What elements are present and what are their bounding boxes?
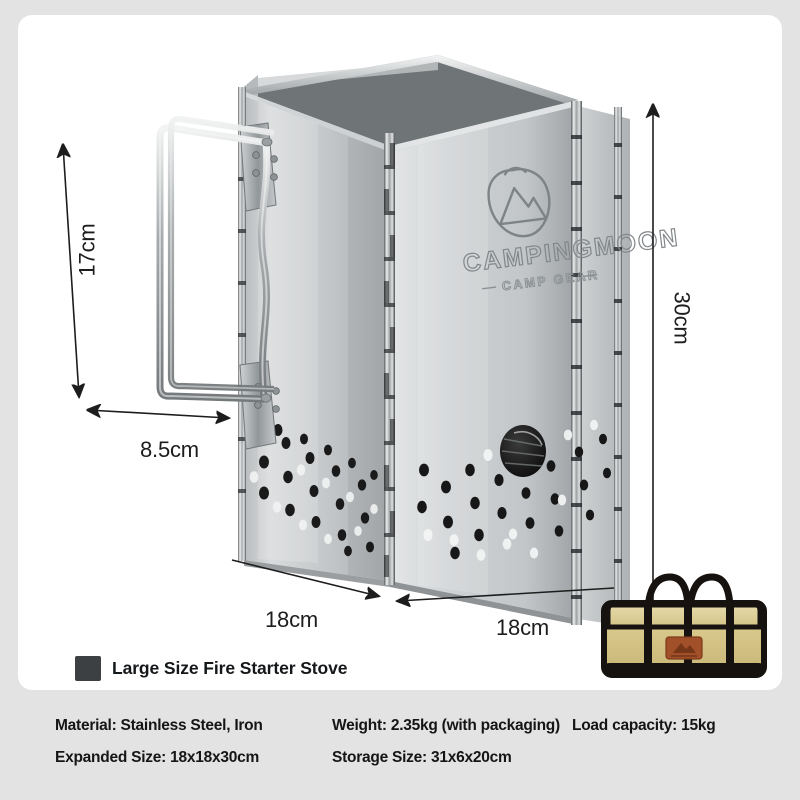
product-caption: Large Size Fire Starter Stove: [75, 656, 347, 681]
dimension-label-handle-height: 17cm: [74, 223, 100, 277]
spec-material: Material: Stainless Steel, Iron: [55, 717, 263, 734]
dimension-line-18cm-right: [398, 587, 615, 601]
wire-handle: [156, 115, 280, 450]
damper-vent: [500, 425, 546, 477]
product-card: CAMPINGMOON CAMP GEAR: [18, 15, 782, 690]
dimension-line-17cm: [63, 145, 79, 396]
specification-block: Material: Stainless Steel, Iron Expanded…: [0, 690, 800, 800]
product-caption-label: Large Size Fire Starter Stove: [112, 658, 348, 678]
dimension-line-8-5cm: [88, 410, 228, 418]
spec-load-capacity: Load capacity: 15kg: [572, 717, 716, 734]
dimension-arrows: [63, 105, 653, 615]
product-illustration: CAMPINGMOON CAMP GEAR: [18, 15, 782, 690]
dimension-label-body-height: 30cm: [669, 291, 695, 345]
spec-expanded-size: Expanded Size: 18x18x30cm: [55, 749, 259, 766]
storage-bag: [601, 573, 767, 678]
dimension-label-base-width-left: 18cm: [265, 607, 318, 632]
vent-holes-left-highlight: [249, 464, 378, 545]
vent-holes-right: [417, 433, 611, 560]
dimension-label-base-width-right: 18cm: [496, 615, 549, 640]
spec-storage-size: Storage Size: 31x6x20cm: [332, 749, 512, 766]
vent-holes-left: [259, 424, 378, 557]
spec-weight: Weight: 2.35kg (with packaging): [332, 717, 560, 734]
right-corner-hinge: [571, 101, 622, 627]
product-color-swatch: [75, 656, 101, 681]
stove-illustration-svg: CAMPINGMOON CAMP GEAR: [18, 55, 767, 678]
dimension-label-handle-depth: 8.5cm: [140, 437, 199, 462]
stove-body: CAMPINGMOON CAMP GEAR: [156, 55, 681, 627]
center-hinge: [384, 133, 395, 585]
dimension-line-18cm-left: [231, 559, 378, 596]
